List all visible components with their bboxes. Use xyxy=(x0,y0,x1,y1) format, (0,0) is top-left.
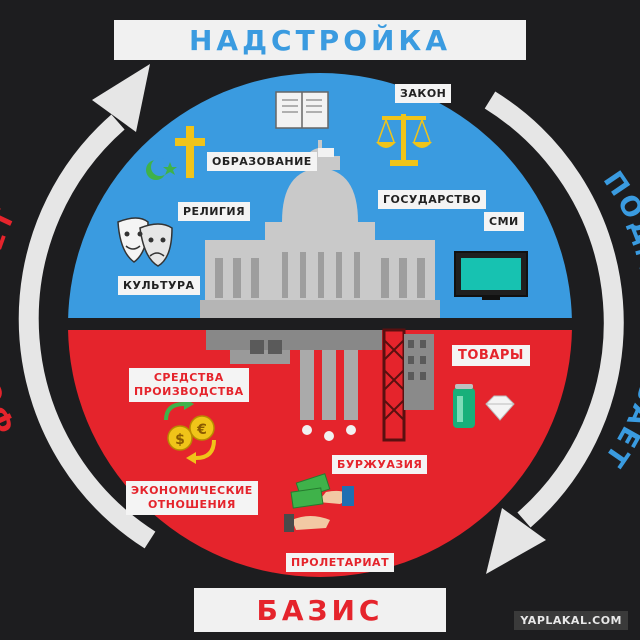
right-cycle-arrow xyxy=(484,91,624,574)
scales-icon xyxy=(376,114,432,166)
media-label: СМИ xyxy=(484,212,524,231)
proletariat-label: ПРОЛЕТАРИАТ xyxy=(286,553,395,572)
cross-icon xyxy=(175,126,205,178)
economic-relations-label: ЭКОНОМИЧЕСКИЕ ОТНОШЕНИЯ xyxy=(126,481,258,515)
book-icon xyxy=(275,91,329,129)
divider xyxy=(60,318,580,330)
tv-icon xyxy=(454,251,528,300)
crescent-icon xyxy=(146,158,177,180)
arrowhead-icon xyxy=(486,508,546,574)
religion-label: РЕЛИГИЯ xyxy=(178,202,251,221)
money-handshake-icon xyxy=(284,473,354,532)
state-label: ГОСУДАРСТВО xyxy=(378,190,487,209)
bourgeoisie-label: БУРЖУАЗИЯ xyxy=(332,455,428,474)
watermark: YAPLAKAL.COM xyxy=(514,611,628,630)
left-cycle-arrow xyxy=(18,64,156,549)
arrowhead-icon xyxy=(92,64,150,132)
means-of-production-label: СРЕДСТВА ПРОИЗВОДСТВА xyxy=(129,368,249,402)
diamond-icon xyxy=(485,395,515,421)
superstructure-banner: НАДСТРОЙКА xyxy=(114,20,526,60)
theatre-masks-icon xyxy=(117,217,173,267)
goods-label: ТОВАРЫ xyxy=(452,345,530,366)
factory-icon xyxy=(206,328,434,442)
base-banner: БАЗИС xyxy=(194,588,446,632)
svg-text:$: $ xyxy=(175,432,185,448)
currency-exchange-icon: $ € xyxy=(164,398,216,464)
culture-label: КУЛЬТУРА xyxy=(118,276,200,295)
flag-icon xyxy=(318,148,334,157)
education-label: ОБРАЗОВАНИЕ xyxy=(207,152,317,171)
soda-can-icon xyxy=(453,384,475,428)
law-label: ЗАКОН xyxy=(395,84,452,103)
svg-text:€: € xyxy=(196,422,207,438)
